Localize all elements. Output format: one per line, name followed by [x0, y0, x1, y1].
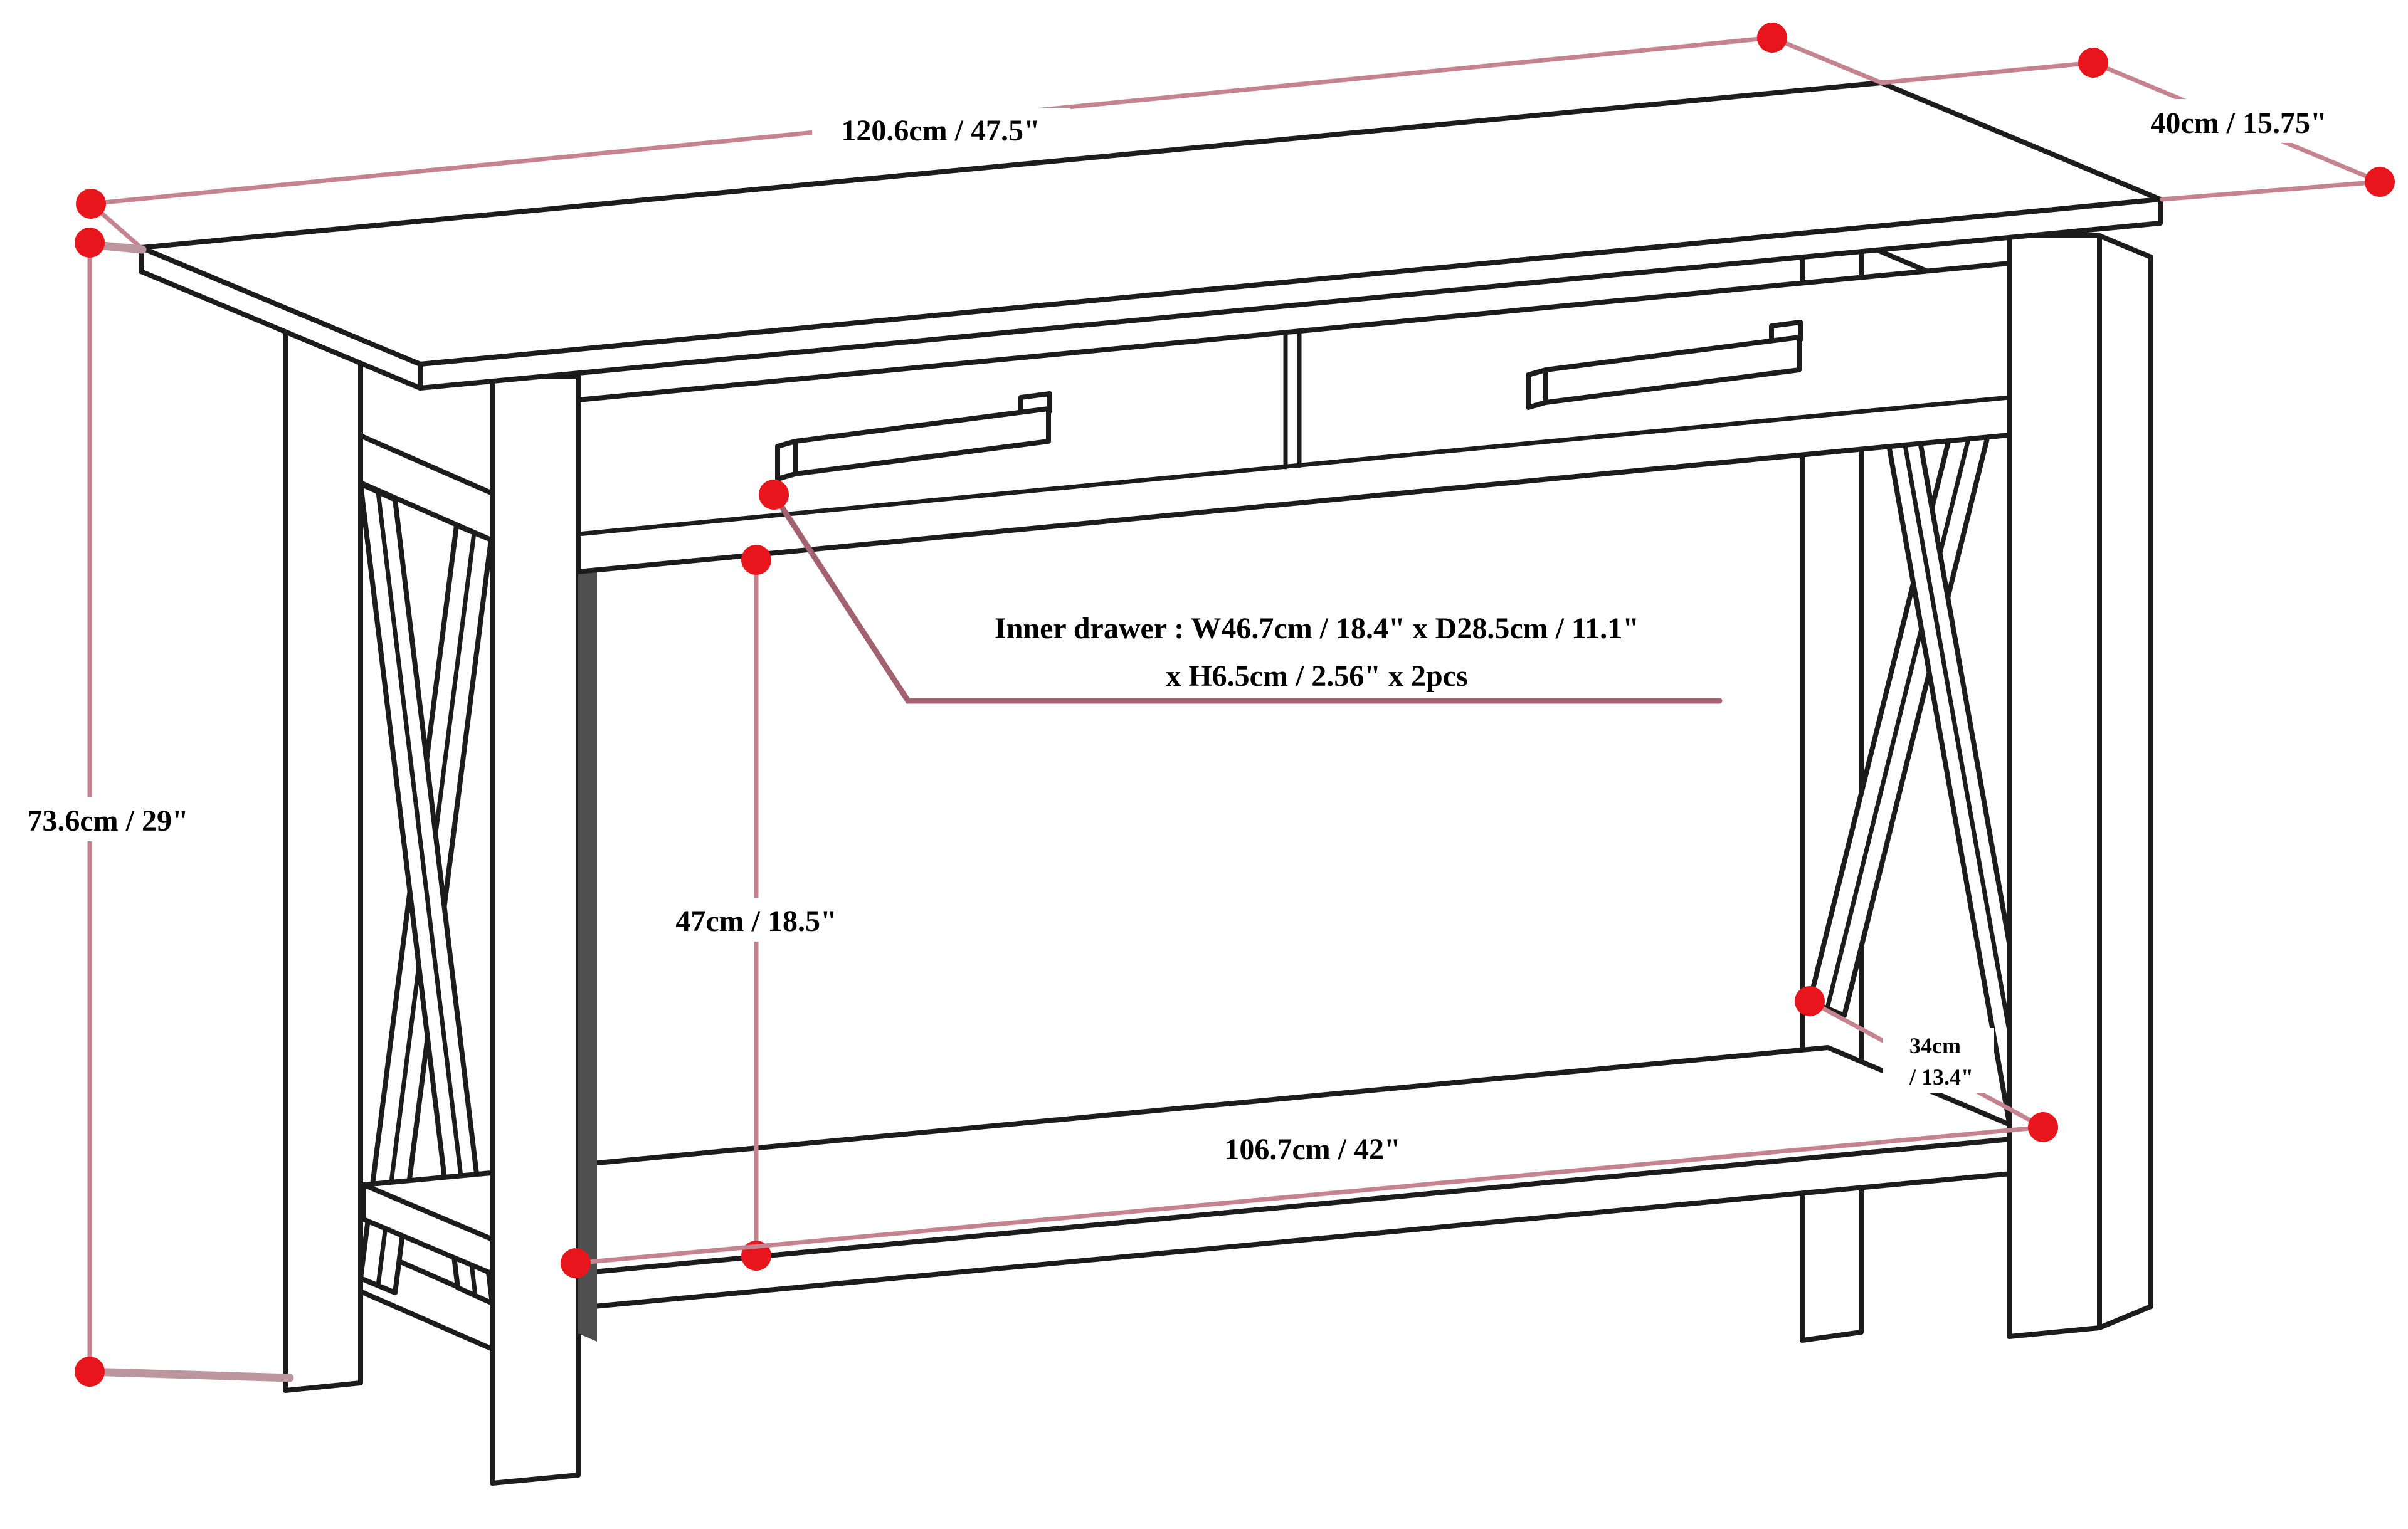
label-background — [0, 797, 216, 841]
dim-apron-to-shelf: 47cm / 18.5" — [616, 545, 897, 1271]
dimension-label: 73.6cm / 29" — [27, 804, 188, 838]
dimension-dot — [1795, 986, 1825, 1016]
dim-shelf-width: 106.7cm / 42" — [561, 1112, 2058, 1278]
table-drawing — [139, 80, 2163, 1486]
front-right-leg-side-face — [2097, 233, 2153, 1330]
dimension-line — [573, 1125, 2046, 1266]
left-handle-end-cap — [775, 439, 798, 481]
right-handle-bar — [1543, 335, 1802, 405]
dimension-label: 120.6cm / 47.5" — [841, 114, 1040, 147]
right-x-brace-back-inner-line — [1825, 340, 1995, 1011]
label-background — [616, 898, 897, 942]
dimension-dot — [76, 189, 106, 219]
dim-top-width: 120.6cm / 47.5" — [76, 23, 1884, 251]
dimension-leader — [1879, 60, 2096, 85]
shelf-depth-label-line2: / 13.4" — [1909, 1064, 1973, 1090]
label-background — [812, 108, 1070, 152]
left-drawer-handle — [775, 391, 1052, 481]
dim-top-depth: 40cm / 15.75" — [1879, 48, 2395, 202]
inner-drawer-label-line1: Inner drawer : W46.7cm / 18.4" x D28.5cm… — [995, 612, 1639, 645]
dimension-dot — [759, 480, 789, 510]
callout-leader — [771, 491, 1723, 704]
left-x-brace-front-inner-line — [376, 490, 478, 1298]
dimension-dot — [75, 1357, 105, 1387]
dim-shelf-depth: 34cm / 13.4" — [1795, 986, 2046, 1130]
dimension-dot — [2078, 48, 2108, 78]
drawer-bottom-rail-line — [576, 395, 2012, 537]
drawer-case-front — [576, 261, 2012, 574]
rear-left-leg — [283, 270, 363, 1393]
dimension-dot — [75, 228, 105, 258]
label-background — [2126, 99, 2355, 143]
shelf-depth-label-line1: 34cm — [1909, 1033, 1961, 1058]
left-handle-bar — [793, 406, 1051, 476]
front-right-leg — [2007, 233, 2102, 1339]
dim-overall-height: 73.6cm / 29" — [0, 228, 294, 1387]
right-handle-end-cap — [1526, 367, 1548, 410]
dimension-dot — [2028, 1112, 2058, 1142]
dimension-leader — [2160, 179, 2382, 202]
dimension-leader — [1770, 35, 1884, 85]
dimension-dot — [741, 545, 771, 575]
dimension-label: 47cm / 18.5" — [675, 905, 837, 938]
dim-inner-drawer: Inner drawer : W46.7cm / 18.4" x D28.5cm… — [759, 480, 1723, 704]
front-left-leg — [490, 374, 581, 1486]
dimension-dot — [2365, 167, 2395, 197]
label-background — [1883, 1028, 1994, 1093]
tabletop-left-band — [139, 245, 423, 391]
dimension-dot — [1757, 23, 1787, 53]
dimension-label: 106.7cm / 42" — [1224, 1133, 1400, 1166]
inner-drawer-label-line2: x H6.5cm / 2.56" x 2pcs — [1166, 659, 1467, 693]
dimension-dot — [561, 1248, 591, 1278]
dimension-leader — [85, 1367, 294, 1382]
label-background — [1166, 1126, 1459, 1170]
right-drawer-handle — [1526, 320, 1803, 410]
front-left-leg-shadow-face — [578, 401, 597, 1342]
dimension-label: 40cm / 15.75" — [2150, 107, 2326, 140]
